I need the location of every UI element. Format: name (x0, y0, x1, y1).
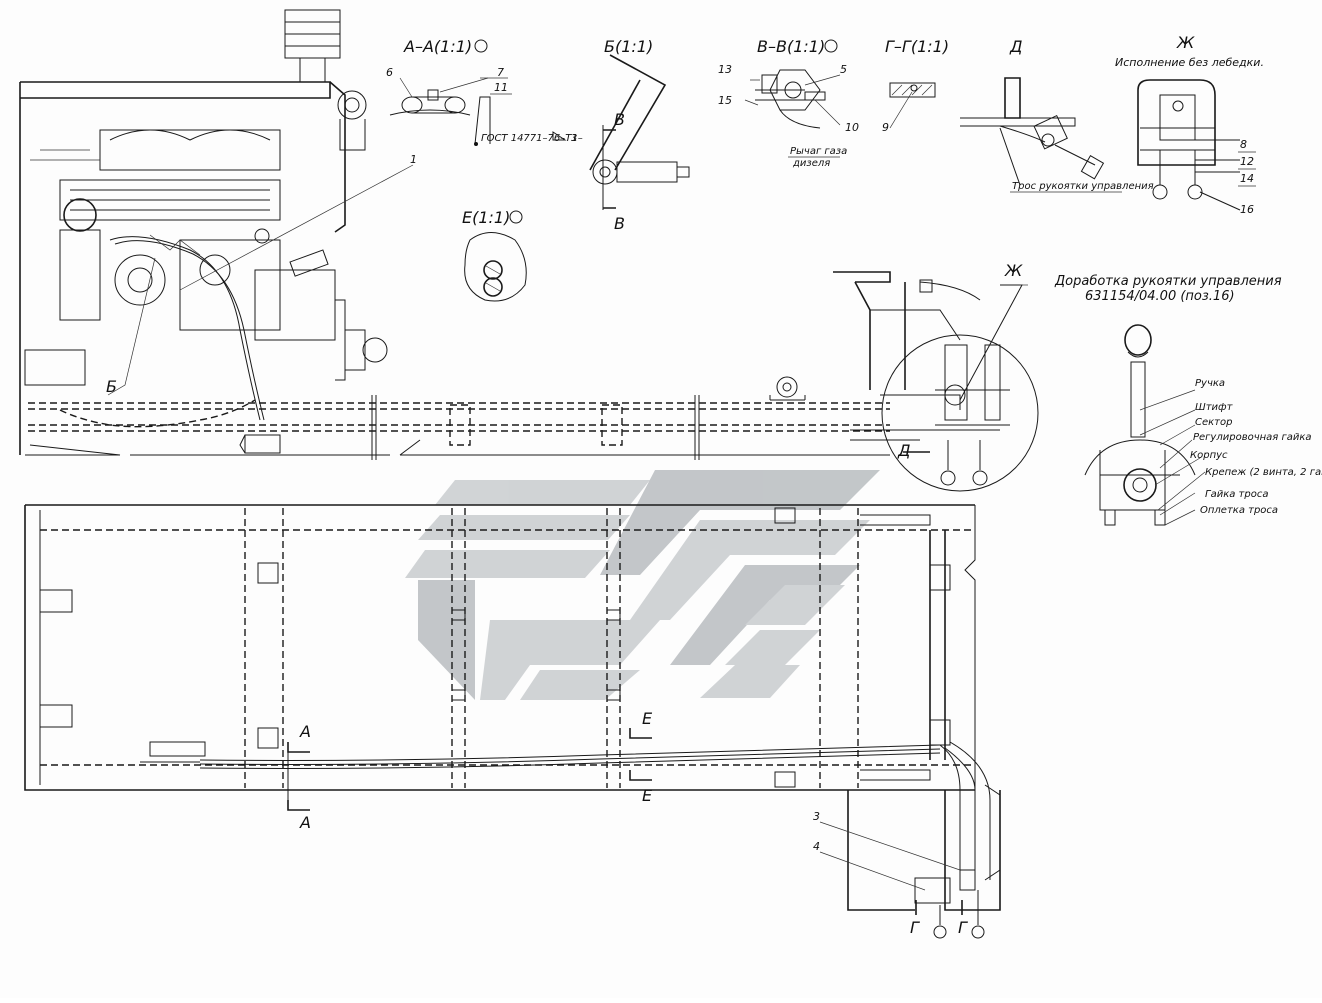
view-zh (1137, 79, 1241, 211)
callout-9: 9 (882, 121, 889, 134)
note-rework-title-1: Доработка рукоятки управления (1054, 274, 1282, 289)
note-rework-title-2: 631154/04.00 (поз.16) (1085, 289, 1235, 304)
frame-side-view (25, 376, 890, 460)
view-title-e: Е(1:1) (462, 208, 510, 227)
note-weld-size: 3 (571, 133, 577, 144)
notes: Исполнение без лебедки. ГОСТ 14771–76–Т1… (481, 56, 1282, 304)
view-d (960, 77, 1105, 186)
view-title-gg: Г–Г(1:1) (885, 37, 949, 56)
leader-lines (107, 74, 1206, 891)
cut-markers (287, 451, 963, 915)
view-title-d: Д (1009, 37, 1023, 56)
mark-g-left: Г (910, 918, 920, 937)
mark-v-bottom: В (614, 214, 625, 233)
callout-14: 14 (1240, 172, 1254, 185)
section-vv (755, 69, 826, 129)
part-cable-nut: Гайка троса (1205, 489, 1268, 500)
mark-b: Б (106, 377, 117, 396)
mark-g-right: Г (958, 918, 968, 937)
section-marks: А А Б В В Г Г Д Е Е Ж (106, 110, 1023, 937)
callout-4: 4 (813, 840, 820, 853)
callout-6: 6 (386, 66, 393, 79)
callout-7: 7 (497, 66, 504, 79)
mark-d: Д (897, 441, 911, 460)
callout-15: 15 (718, 94, 732, 107)
section-gg (889, 82, 936, 98)
view-title-aa: А–А(1:1) (403, 37, 472, 56)
mark-a-top: А (299, 722, 311, 741)
engine-assembly (19, 9, 388, 455)
part-adjust-nut: Регулировочная гайка (1193, 432, 1312, 443)
part-pin: Штифт (1195, 402, 1234, 413)
mark-e-top: Е (642, 709, 653, 728)
frame-plan-view (24, 504, 976, 791)
watermark-logo (405, 470, 880, 700)
mark-v-top: В (614, 110, 625, 129)
callout-10: 10 (845, 121, 859, 134)
view-titles: А–А(1:1) Б(1:1) В–В(1:1) Г–Г(1:1) Д Ж Е(… (403, 33, 1195, 227)
part-fasteners: Крепеж (2 винта, 2 гайки) (1205, 467, 1322, 478)
lower-right-block (847, 741, 1001, 939)
control-handle-detail (1084, 324, 1196, 526)
mark-e-bottom: Е (642, 786, 653, 805)
view-title-b: Б(1:1) (604, 37, 653, 56)
part-sector: Сектор (1195, 417, 1232, 428)
part-body: Корпус (1190, 450, 1228, 461)
position-callouts: 1 3 4 5 6 7 8 9 10 11 12 13 14 15 16 (386, 63, 1256, 853)
callout-16: 16 (1240, 203, 1254, 216)
callout-5: 5 (840, 63, 847, 76)
bracket-assembly (833, 271, 1039, 492)
handle-part-labels: Ручка Штифт Сектор Регулировочная гайка … (1190, 378, 1322, 516)
part-cable-sheath: Оплетка троса (1200, 505, 1278, 516)
callout-12: 12 (1240, 155, 1254, 168)
callout-11: 11 (494, 81, 508, 94)
section-aa (389, 89, 567, 146)
section-e (464, 232, 527, 302)
view-title-zh: Ж (1176, 33, 1195, 52)
view-b (589, 54, 690, 210)
note-throttle-lever-2: дизеля (792, 158, 830, 169)
detail-zh-circle (881, 334, 1039, 492)
note-throttle-lever-1: Рычаг газа (790, 146, 847, 157)
note-zh-variant: Исполнение без лебедки. (1115, 56, 1264, 69)
callout-13: 13 (718, 63, 732, 76)
callout-8: 8 (1240, 138, 1247, 151)
part-handle: Ручка (1195, 378, 1225, 389)
mark-zh: Ж (1004, 261, 1023, 280)
view-title-vv: В–В(1:1) (757, 37, 825, 56)
note-gost: ГОСТ 14771–76–Т1– (481, 133, 583, 144)
note-control-cable: Трос рукоятки управления (1012, 181, 1154, 192)
callout-1: 1 (410, 153, 417, 166)
mark-a-bottom: А (299, 813, 311, 832)
callout-3: 3 (813, 810, 820, 823)
